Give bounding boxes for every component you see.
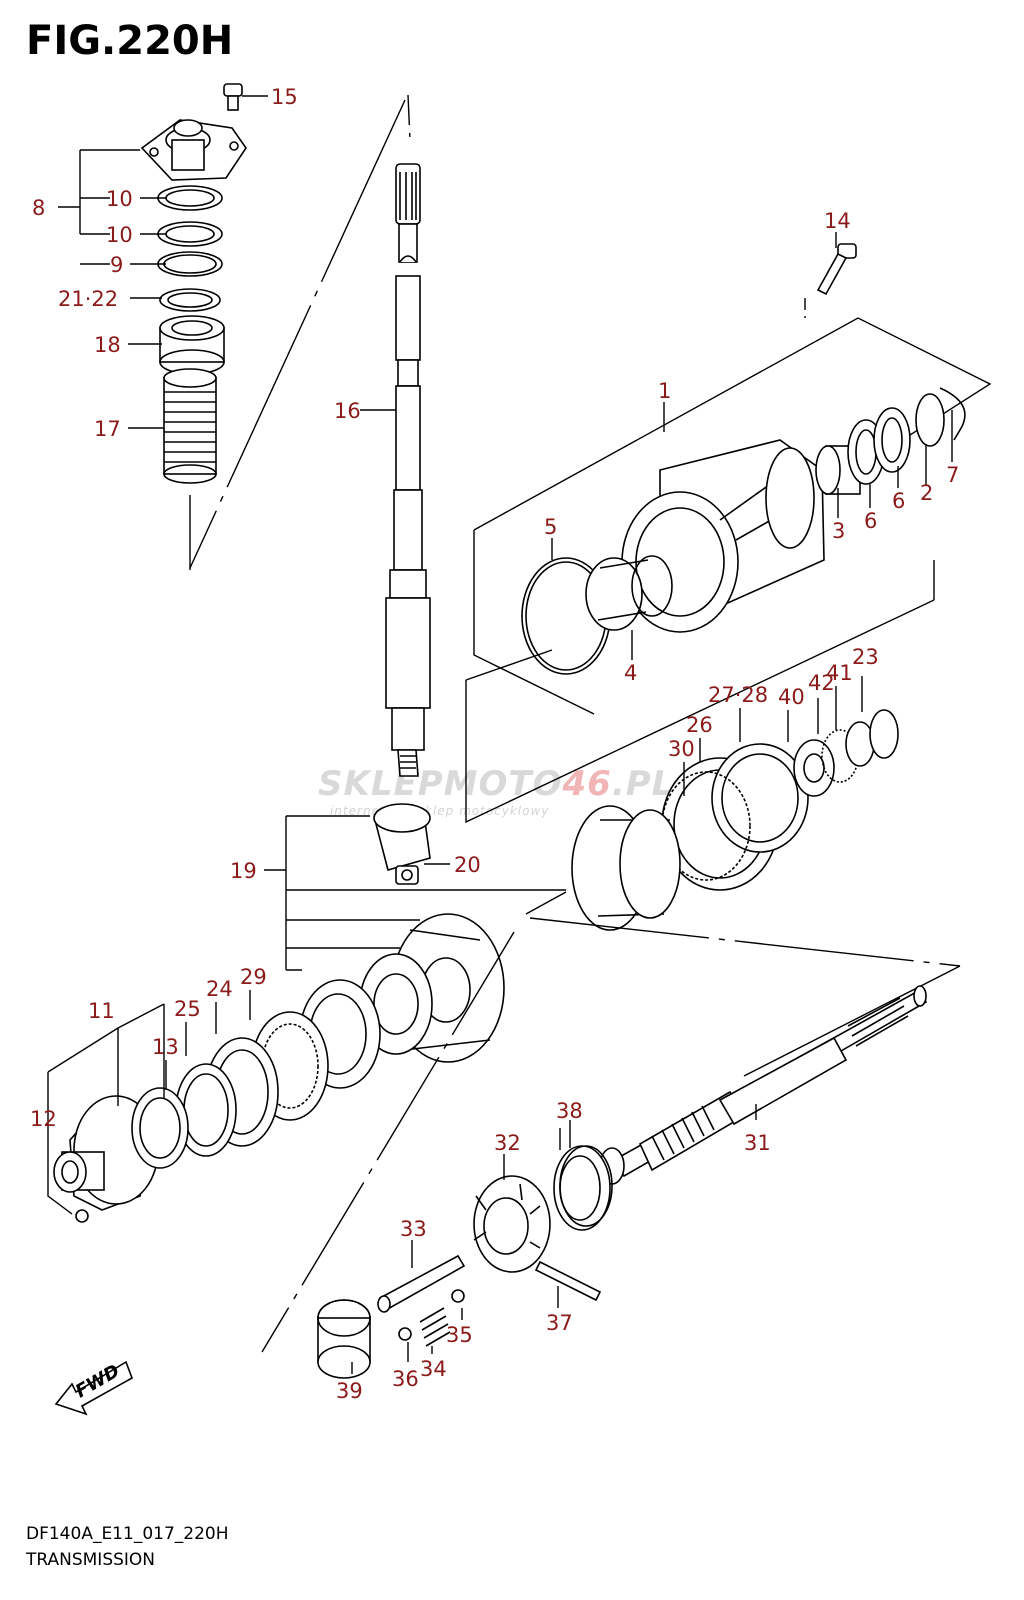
- callout-14: 14: [824, 209, 851, 233]
- callout-17: 17: [94, 417, 121, 441]
- gear-case-assembly: [473, 243, 992, 715]
- bolt-part: [223, 83, 243, 111]
- callout-numbers: 15 8 10 10 9 21·22 18 17 16 14 1 5 4 3 6…: [30, 85, 959, 1403]
- bearing-part: [159, 315, 225, 375]
- callout-13: 13: [152, 1035, 179, 1059]
- callout-40: 40: [778, 685, 805, 709]
- callout-6a: 6: [864, 509, 877, 533]
- watermark-part: .PL: [611, 764, 675, 804]
- callout-27-28: 27·28: [708, 683, 768, 707]
- callout-2: 2: [920, 481, 933, 505]
- bearing-housing-group: [58, 83, 247, 570]
- callout-5: 5: [544, 515, 557, 539]
- bearing-housing-part: [140, 119, 247, 181]
- callout-33: 33: [400, 1217, 427, 1241]
- watermark-part: SKLEP: [318, 764, 444, 804]
- callout-21-22: 21·22: [58, 287, 118, 311]
- callout-26: 26: [686, 713, 713, 737]
- callout-6b: 6: [892, 489, 905, 513]
- watermark-part: 46: [562, 764, 612, 804]
- callout-7: 7: [946, 463, 959, 487]
- ring-stack: [157, 185, 223, 312]
- callout-10b: 10: [106, 223, 133, 247]
- watermark-logo: SKLEPMOTO46.PL: [318, 764, 674, 804]
- callout-37: 37: [546, 1311, 573, 1335]
- callout-19: 19: [230, 859, 257, 883]
- clutch-dog-part: [473, 1145, 613, 1273]
- pinion-gear-group: [175, 560, 935, 1157]
- callout-25: 25: [174, 997, 201, 1021]
- watermark-part: MOTO: [443, 764, 563, 804]
- callout-41: 41: [826, 661, 853, 685]
- drive-shaft-part: [385, 163, 431, 777]
- figure-title: FIG.220H: [26, 18, 234, 64]
- callout-9: 9: [110, 253, 123, 277]
- callout-30: 30: [668, 737, 695, 761]
- callout-8: 8: [32, 196, 45, 220]
- callout-1: 1: [658, 379, 671, 403]
- callout-34: 34: [420, 1357, 447, 1381]
- needle-bearing-part: [163, 368, 217, 484]
- callout-11: 11: [88, 999, 115, 1023]
- callout-10a: 10: [106, 187, 133, 211]
- callout-23: 23: [852, 645, 879, 669]
- callout-24: 24: [206, 977, 233, 1001]
- leader-lines: [128, 95, 953, 1374]
- callout-42: 42: [808, 671, 835, 695]
- figure-code: DF140A_E11_017_220H: [26, 1524, 229, 1544]
- callout-39: 39: [336, 1379, 363, 1403]
- callout-16: 16: [334, 399, 361, 423]
- callout-35: 35: [446, 1323, 473, 1347]
- callout-32: 32: [494, 1131, 521, 1155]
- fwd-direction-arrow: FWD: [54, 1361, 133, 1416]
- callout-20: 20: [454, 853, 481, 877]
- callout-31: 31: [744, 1131, 771, 1155]
- callout-3: 3: [832, 519, 845, 543]
- callout-29: 29: [240, 965, 267, 989]
- callout-4: 4: [624, 661, 637, 685]
- bearing-carrier-group: [47, 1003, 189, 1223]
- callout-18: 18: [94, 333, 121, 357]
- callout-36: 36: [392, 1367, 419, 1391]
- callout-38: 38: [556, 1099, 583, 1123]
- callout-12: 12: [30, 1107, 57, 1131]
- callout-15: 15: [271, 85, 298, 109]
- figure-name: TRANSMISSION: [26, 1550, 156, 1570]
- pin-parts: [317, 1254, 602, 1379]
